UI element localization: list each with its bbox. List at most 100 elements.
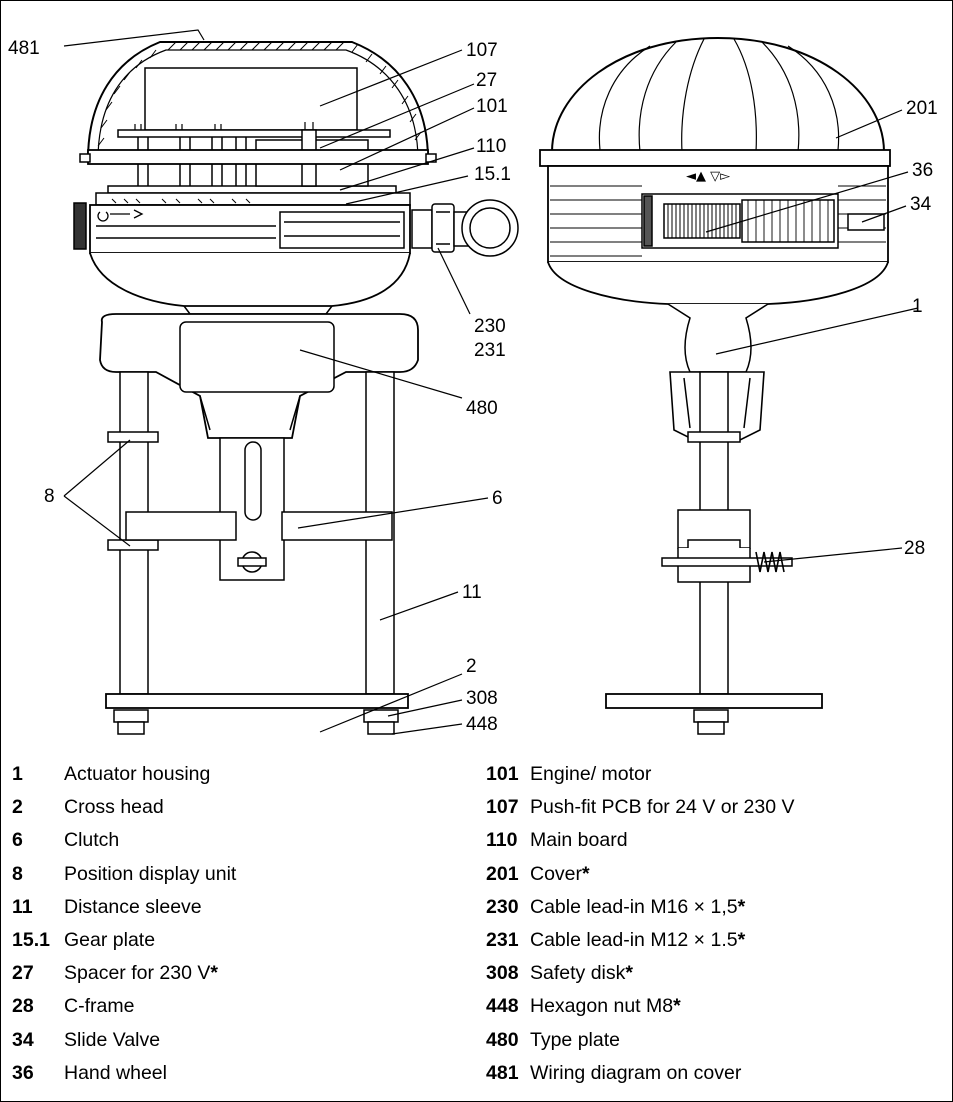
legend-label: C-frame <box>64 995 135 1018</box>
legend-label: Cross head <box>64 796 164 819</box>
left-clutch-column <box>219 437 285 581</box>
left-band-top <box>107 431 159 443</box>
legend-right-column: 101 Engine/ motor 107 Push-fit PCB for 24 V… <box>486 758 946 1090</box>
legend-asterisk: * <box>625 962 633 985</box>
left-gear-plate <box>95 192 411 206</box>
left-inner-lines <box>96 221 400 239</box>
legend-asterisk: * <box>737 895 746 918</box>
left-handwheel-symbol <box>97 209 144 222</box>
right-band-top <box>687 431 741 443</box>
legend-item: 101 Engine/ motor <box>486 758 946 791</box>
legend-label: Wiring diagram on cover <box>530 1061 742 1084</box>
callout-15-1: 15.1 <box>474 164 511 185</box>
legend-asterisk: * <box>673 995 681 1018</box>
legend-item: 201 Cover* <box>486 858 946 891</box>
right-handwheel-grip <box>663 203 741 239</box>
callout-480: 480 <box>466 398 498 419</box>
callout-481: 481 <box>8 38 40 59</box>
legend-number: 201 <box>486 862 519 885</box>
callout-36: 36 <box>912 160 933 181</box>
left-clutch-knob-bar <box>237 557 267 567</box>
leader-lines <box>63 29 919 735</box>
legend-label: Hexagon nut M8 <box>530 995 674 1018</box>
actuator-drawing: 481 107 27 101 110 15.1 230 231 480 8 6 … <box>8 29 938 735</box>
right-c-frame-pin <box>661 557 793 567</box>
legend-label: Spacer for 230 V <box>64 962 211 985</box>
right-handwheel-left-edge <box>643 195 653 247</box>
left-gear-teeth <box>111 198 251 204</box>
callout-107: 107 <box>466 40 498 61</box>
legend-label: Actuator housing <box>64 763 211 786</box>
callout-101: 101 <box>476 96 508 117</box>
legend-item: 480 Type plate <box>486 1024 946 1057</box>
callout-labels: 481 107 27 101 110 15.1 230 231 480 8 6 … <box>8 38 938 735</box>
right-nut <box>693 709 729 735</box>
legend-number: 2 <box>12 796 23 819</box>
right-lower-bowl <box>547 261 889 305</box>
legend-number: 8 <box>12 862 23 885</box>
legend-number: 448 <box>486 995 519 1018</box>
legend-number: 6 <box>12 829 23 852</box>
callout-308: 308 <box>466 688 498 709</box>
right-spring <box>755 551 785 573</box>
left-screws <box>134 122 314 130</box>
right-flange <box>539 149 891 167</box>
legend-item: 448 Hexagon nut M8* <box>486 990 946 1023</box>
callout-230: 230 <box>474 316 506 337</box>
callout-11: 11 <box>462 582 482 603</box>
left-clutch-bar-right <box>281 511 393 541</box>
legend-asterisk: * <box>582 862 590 885</box>
legend-label: Engine/ motor <box>530 763 652 786</box>
legend-label: Cover <box>530 862 583 885</box>
legend-label: Cable lead-in M16 × 1,5 <box>530 895 738 918</box>
legend-number: 110 <box>486 829 518 852</box>
legend-item: 8 Position display unit <box>12 858 472 891</box>
legend-asterisk: * <box>210 962 218 985</box>
legend-label: Position display unit <box>64 862 237 885</box>
legend-label: Push-fit PCB for 24 V or 230 V <box>530 796 795 819</box>
right-cover-dome <box>550 36 886 153</box>
legend-item: 107 Push-fit PCB for 24 V or 230 V <box>486 791 946 824</box>
right-exterior-view <box>539 36 891 735</box>
legend-number: 107 <box>486 796 519 819</box>
left-nuts <box>113 709 399 735</box>
right-scale-lines <box>747 200 829 242</box>
left-type-plate <box>179 321 335 393</box>
legend-label: Main board <box>530 829 628 852</box>
left-sectional-view <box>73 41 519 735</box>
right-cover-ribs <box>598 38 840 153</box>
legend-label: Cable lead-in M12 × 1.5 <box>530 929 738 952</box>
left-clutch-slot <box>244 441 262 521</box>
legend-label: Distance sleeve <box>64 895 202 918</box>
right-slide-valve <box>847 213 885 231</box>
legend-number: 34 <box>12 1028 34 1051</box>
legend-label: Gear plate <box>64 929 156 952</box>
legend-number: 27 <box>12 962 34 985</box>
left-inner-block <box>279 211 405 249</box>
legend-item: 27 Spacer for 230 V* <box>12 957 472 990</box>
legend-number: 28 <box>12 995 34 1018</box>
left-neck <box>183 305 333 315</box>
callout-34: 34 <box>910 194 932 215</box>
legend-number: 101 <box>486 763 519 786</box>
left-cover-inner <box>97 49 419 161</box>
left-hand-wheel-edge <box>73 202 87 250</box>
legend-number: 480 <box>486 1028 519 1051</box>
legend-item: 2 Cross head <box>12 791 472 824</box>
left-cross-head <box>105 693 409 709</box>
legend-number: 231 <box>486 929 519 952</box>
legend-number: 308 <box>486 962 519 985</box>
callout-28: 28 <box>904 538 925 559</box>
callout-6: 6 <box>492 488 503 509</box>
legend-label: Type plate <box>530 1028 620 1051</box>
left-cover-hatch <box>97 41 422 147</box>
legend-label: Hand wheel <box>64 1061 167 1084</box>
